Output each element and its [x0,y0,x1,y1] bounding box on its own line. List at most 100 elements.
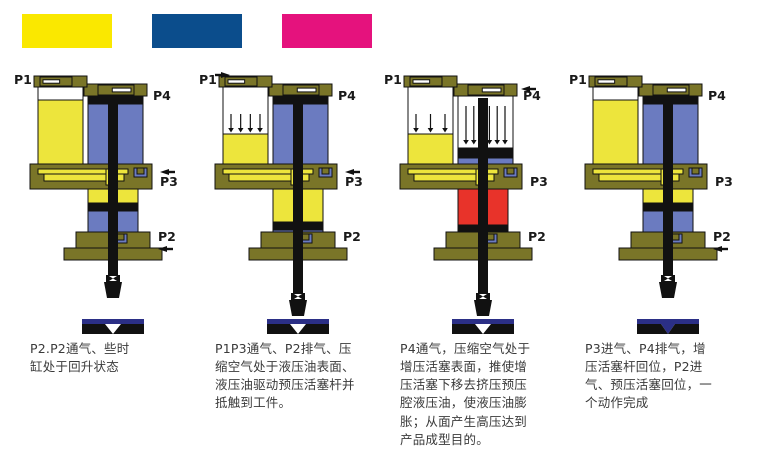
hydraulic-oil [407,133,454,165]
caption-line: 产品成型目的。 [400,431,489,447]
die-v-cavity [475,324,491,334]
port-label-p3: P3 [160,174,178,189]
caption-line: 气、预压活塞回位，一 [585,377,713,393]
oil-gallery-main [43,173,125,182]
tank-flow-arrow-2 [237,114,244,133]
p2-inlet-arrow-tail [166,247,173,251]
p2-valve-seat [116,233,125,241]
tank-flow-arrow-1 [228,114,234,133]
die-v-cavity [105,324,121,334]
port-label-p4: P4 [708,88,726,103]
die-v-cavity [290,324,306,334]
p2-inlet-arrow-tail [721,247,728,251]
tank-flow-arrow-2-head [237,128,244,133]
p4-port-cap-slot [666,87,687,93]
caption-line: 个动作完成 [585,395,649,411]
yellow-swatch [22,14,112,48]
tank-flow-arrow-1-head [228,128,234,133]
port-label-p2: P2 [158,229,176,244]
caption-line: 压活塞下移去挤压预压 [400,377,528,393]
caption-line: 腔液压油，使液压油膨 [400,395,528,411]
port-label-p3: P3 [345,174,363,189]
main-rod [293,98,303,307]
p1-port-cap-slot [42,79,61,84]
p4-port-cap-slot [296,87,317,93]
booster-flow-arrow-6-head [502,140,508,145]
port-label-p1: P1 [199,72,217,87]
caption-line: P3进气、P4排气，增 [585,341,706,356]
p3-valve-seat [136,167,145,175]
port-label-p1: P1 [569,72,587,87]
workpiece-sheet [267,319,329,324]
punch-collar-x [664,276,672,281]
punch-collar-x [294,294,302,299]
tank-flow-arrow-2 [427,114,434,133]
p2-valve-seat [301,233,310,241]
p2-inlet-arrow [158,246,167,252]
p3-inlet-arrow-tail [353,170,360,174]
port-label-p3: P3 [530,174,548,189]
magenta-swatch [282,14,372,48]
tank-flow-arrow-3 [442,114,448,133]
tank-flow-arrow-4 [257,114,263,133]
port-label-p3: P3 [715,174,733,189]
color-legend [0,0,782,62]
p4-inlet-arrow-tail [529,87,536,91]
p2-valve-seat [671,233,680,241]
caption-line: 缩空气处于液压油表面、 [215,359,355,375]
die-block [637,324,699,334]
p3-inlet-arrow [345,169,354,175]
booster-flow-arrow-1 [463,106,469,145]
caption-line: 压活塞杆回位，P2进 [585,359,703,375]
port-label-p4: P4 [523,88,541,103]
booster-flow-arrow-2 [471,106,477,145]
port-label-p2: P2 [528,229,546,244]
caption-line: 抵触到工件。 [215,395,292,411]
caption-line: 增压活塞表面，推使增 [400,359,528,375]
booster-flow-arrow-4-head [486,140,493,145]
p1-port-cap-slot [597,79,616,84]
caption-line: P1P3通气、P2排气、压 [215,341,352,356]
p4-port-cap-slot [481,87,502,93]
oil-gallery-main [598,173,680,182]
booster-flow-arrow-5-head [494,140,500,145]
p1-inlet-arrow [221,72,230,78]
punch-tool [104,282,122,298]
port-label-p2: P2 [713,229,731,244]
port-label-p4: P4 [338,88,356,103]
punch-collar-x [479,294,487,299]
p3-inlet-arrow [160,169,169,175]
punch-collar-x [109,276,117,281]
p4-inlet-arrow [521,86,530,92]
p3-valve-seat [506,167,515,175]
booster-flow-arrow-6 [502,106,508,145]
punch-tool [659,282,677,298]
hydraulic-oil [222,133,269,165]
tank-flow-arrow-1 [413,114,419,133]
tank-flow-arrow-4-head [257,128,263,133]
stage-caption-4: P3进气、P4排气，增压活塞杆回位，P2进气、预压活塞回位，一个动作完成 [563,340,748,413]
port-label-p2: P2 [343,229,361,244]
tank-flow-arrow-3-head [247,128,254,133]
stage-caption-2: P1P3通气、P2排气、压缩空气处于液压油表面、液压油驱动预压活塞杆并抵触到工件… [193,340,378,413]
port-label-p4: P4 [153,88,171,103]
oil-gallery-main [228,173,310,182]
p4-port-cap-slot [111,87,132,93]
caption-line: 液压油驱动预压活塞杆并 [215,377,355,393]
oil-gallery-main [413,173,495,182]
main-rod [478,98,488,307]
p1-inlet-arrow-tail [215,73,222,77]
booster-flow-arrow-4 [486,106,493,145]
main-rod [663,98,673,289]
